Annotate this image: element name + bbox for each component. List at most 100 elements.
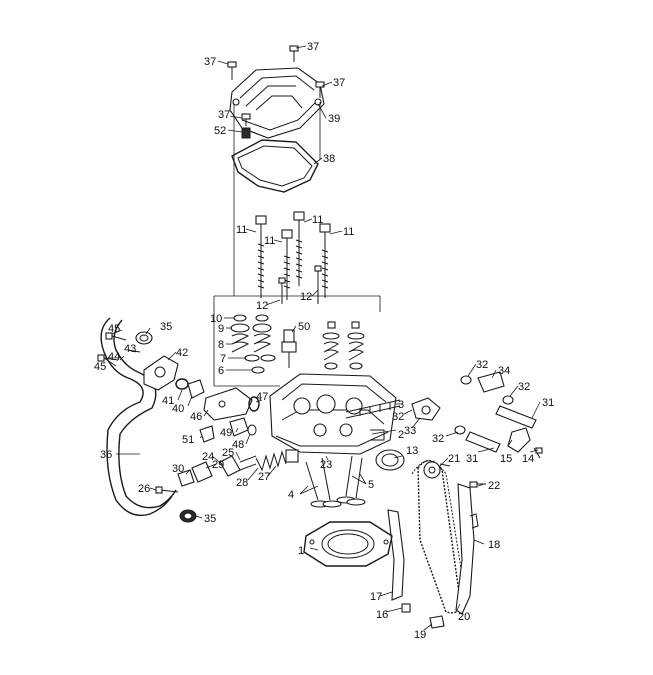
head-bolt-3 [293, 211, 305, 286]
bolt-37-b [289, 45, 299, 62]
callout-23: 23 [320, 459, 332, 471]
callout-16: 16 [376, 609, 388, 621]
intake-valve-springs [230, 314, 276, 374]
callout-32: 32 [476, 359, 488, 371]
hose-clamp-35b [179, 509, 197, 523]
callout-10: 10 [210, 313, 222, 325]
cover-gasket [231, 139, 319, 193]
callout-48: 48 [232, 439, 244, 451]
callout-52: 52 [214, 125, 226, 137]
bracket-51 [199, 425, 215, 443]
water-hose [100, 317, 177, 517]
callout-45: 45 [94, 361, 106, 373]
callout-32: 32 [432, 433, 444, 445]
spring-28-27 [255, 449, 299, 472]
callout-45: 45 [108, 323, 120, 335]
rocker-shaft-right [460, 371, 537, 429]
callout-3: 3 [398, 399, 404, 411]
construction-lines [213, 102, 381, 387]
water-outlet-46 [203, 387, 253, 421]
screws-43-44-45 [97, 332, 141, 362]
callout-12: 12 [300, 291, 312, 303]
callout-21: 21 [448, 453, 460, 465]
valves [305, 455, 366, 508]
callout-11: 11 [264, 235, 275, 247]
thermostat-housing-42 [143, 355, 179, 391]
camshaft [345, 399, 401, 419]
thermostat-40 [187, 379, 205, 399]
callout-1: 1 [298, 545, 304, 557]
callout-20: 20 [458, 611, 470, 623]
callout-42: 42 [176, 347, 188, 359]
cam-sprocket [375, 449, 405, 471]
bolt-26 [155, 486, 179, 494]
callout-46: 46 [190, 411, 202, 423]
callout-39: 39 [328, 113, 340, 125]
callout-36: 36 [100, 449, 112, 461]
callout-41: 41 [162, 395, 174, 407]
bolt-37-d [241, 113, 251, 126]
callout-40: 40 [172, 403, 184, 415]
callout-2: 2 [398, 429, 404, 441]
valve-cover [229, 67, 325, 139]
chain-tensioner-guide [455, 483, 479, 615]
callout-31: 31 [466, 453, 478, 465]
callout-43: 43 [124, 343, 136, 355]
callout-8: 8 [218, 339, 224, 351]
callout-28: 28 [236, 477, 248, 489]
callout-38: 38 [323, 153, 335, 165]
callout-51: 51 [182, 434, 194, 446]
callout-17: 17 [370, 591, 382, 603]
callout-19: 19 [414, 629, 426, 641]
callout-37: 37 [204, 56, 216, 68]
exhaust-valve-springs [322, 321, 365, 370]
head-bolt-4 [319, 223, 331, 298]
cylinder-head [269, 373, 397, 455]
callout-9: 9 [218, 323, 224, 335]
callout-13: 13 [406, 445, 418, 457]
callout-labels: 37 37 37 37 39 52 38 11 11 11 11 12 12 1… [94, 41, 554, 641]
callout-7: 7 [220, 353, 226, 365]
callout-49: 49 [220, 427, 232, 439]
callout-33: 33 [404, 425, 416, 437]
grommet-52 [241, 127, 251, 139]
callout-11: 11 [236, 224, 247, 236]
callout-50: 50 [298, 321, 310, 333]
callout-35: 35 [160, 321, 172, 333]
fitting-49-48 [229, 417, 257, 437]
callout-29: 29 [212, 459, 224, 471]
callout-14: 14 [522, 453, 534, 465]
callout-25: 25 [222, 447, 234, 459]
callout-32: 32 [392, 411, 404, 423]
callout-5: 5 [368, 479, 374, 491]
callout-47: 47 [256, 391, 268, 403]
callout-32: 32 [518, 381, 530, 393]
callout-27: 27 [258, 471, 270, 483]
callout-18: 18 [488, 539, 500, 551]
head-bolts [255, 211, 331, 304]
chain-guide-front [387, 509, 405, 601]
hose-clamp-35a [135, 331, 153, 345]
head-gasket [303, 521, 393, 567]
spark-plug [281, 329, 297, 368]
bolt-37-c [315, 81, 325, 98]
callout-11: 11 [312, 214, 323, 226]
crank-sprocket-19 [429, 615, 445, 629]
callout-31: 31 [542, 397, 554, 409]
callout-37: 37 [307, 41, 319, 53]
rocker-arm [411, 397, 441, 421]
o-ring-41 [175, 378, 189, 390]
tensioner-bracket [507, 427, 543, 459]
callout-34: 34 [498, 365, 510, 377]
callout-24: 24 [202, 451, 214, 463]
callout-15: 15 [500, 453, 512, 465]
callout-35: 35 [204, 513, 216, 525]
gasket-47 [248, 396, 260, 412]
callout-4: 4 [288, 489, 294, 501]
callout-37: 37 [218, 109, 230, 121]
callout-11: 11 [343, 226, 354, 238]
head-bolt-2 [281, 229, 293, 300]
callout-6: 6 [218, 365, 224, 377]
